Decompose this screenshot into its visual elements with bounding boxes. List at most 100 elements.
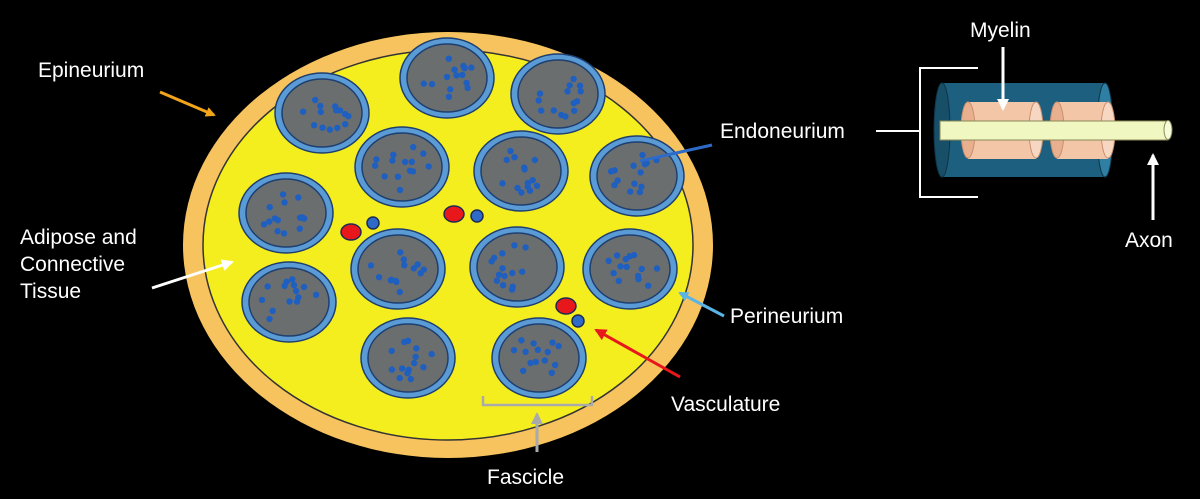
vasculature-label: Vasculature bbox=[671, 393, 780, 416]
axon-dot bbox=[279, 191, 287, 198]
axon-dot bbox=[266, 218, 273, 225]
fascicle-interior bbox=[361, 132, 443, 202]
axon-dot bbox=[389, 157, 396, 164]
epineurium-arrow bbox=[159, 90, 216, 117]
fascicle bbox=[360, 317, 456, 399]
axon-dot bbox=[367, 262, 375, 269]
axon-dot bbox=[623, 263, 630, 271]
fascicle bbox=[350, 228, 446, 310]
axon-detail bbox=[876, 67, 1173, 198]
axon-dot bbox=[399, 365, 406, 372]
adipose-label-line2: Connective bbox=[20, 253, 125, 276]
axon-dot bbox=[636, 188, 644, 196]
axon-dot bbox=[535, 97, 542, 104]
blood-vessel-artery bbox=[443, 205, 465, 223]
axon-dot bbox=[493, 277, 501, 284]
axon-dot bbox=[522, 244, 529, 251]
axon-dot bbox=[396, 186, 404, 194]
blood-vessel-vein bbox=[571, 314, 585, 328]
axon-dot bbox=[428, 350, 435, 358]
axon-dot bbox=[653, 265, 661, 272]
fascicle-interior bbox=[357, 234, 439, 304]
axon-dot bbox=[413, 345, 420, 352]
axon-dot bbox=[573, 98, 581, 105]
fascicle-label: Fascicle bbox=[487, 466, 564, 489]
axon-dot bbox=[286, 298, 293, 305]
blood-vessel-vein bbox=[470, 209, 484, 223]
axon-dot bbox=[411, 359, 418, 367]
axon-dot bbox=[520, 367, 527, 374]
axon-dot bbox=[639, 151, 646, 159]
axon-dot bbox=[499, 282, 507, 289]
axon-dot bbox=[371, 162, 379, 169]
axon-dot bbox=[627, 188, 634, 195]
axon-dot bbox=[630, 162, 637, 169]
axon-dot bbox=[511, 242, 518, 249]
axon-dot bbox=[396, 288, 403, 296]
axon-dot bbox=[499, 265, 506, 272]
myelin-label: Myelin bbox=[970, 19, 1031, 42]
axon-dot bbox=[390, 151, 397, 158]
adipose-label-line1: Adipose and bbox=[20, 226, 137, 249]
axon-dot bbox=[404, 337, 412, 344]
axon-dot bbox=[300, 283, 308, 291]
axon-dot bbox=[332, 103, 339, 110]
axon-dot bbox=[388, 366, 396, 373]
fascicle bbox=[238, 172, 334, 254]
axon-dot bbox=[626, 253, 633, 260]
axon-dot bbox=[425, 163, 432, 170]
fascicle-interior bbox=[480, 136, 562, 206]
axon-dot bbox=[451, 66, 458, 73]
axon-dot bbox=[645, 282, 652, 289]
axon-dot bbox=[499, 250, 506, 257]
blood-vessel-artery bbox=[340, 223, 362, 241]
axon-dot bbox=[445, 93, 453, 101]
axon-dot bbox=[514, 184, 521, 192]
axon-dot bbox=[615, 277, 622, 285]
axon-detail-bracket bbox=[919, 67, 978, 198]
axon-dot bbox=[388, 347, 395, 355]
axon-dot bbox=[501, 272, 508, 280]
axon-dot bbox=[345, 113, 352, 120]
axon-dot bbox=[264, 283, 271, 290]
axon-dot bbox=[445, 55, 452, 62]
fascicle bbox=[241, 261, 337, 343]
axon-dot bbox=[638, 265, 645, 273]
axon-dot bbox=[522, 348, 529, 355]
nerve-cross-section bbox=[183, 32, 713, 458]
axon-dot bbox=[631, 180, 638, 187]
axon-dot bbox=[495, 271, 503, 278]
axon-dot bbox=[562, 113, 569, 120]
axon-dot bbox=[375, 274, 383, 281]
axon-dot bbox=[611, 181, 618, 189]
fascicle bbox=[354, 126, 450, 208]
axon-dot bbox=[317, 102, 324, 110]
axon-dot bbox=[410, 265, 417, 272]
axon-dot bbox=[410, 143, 417, 151]
fascicle-group bbox=[238, 37, 685, 399]
axon-dot bbox=[605, 257, 612, 264]
fascicle bbox=[469, 226, 565, 308]
axon-dot bbox=[637, 169, 644, 176]
axon-dot bbox=[396, 374, 403, 382]
axon-dot bbox=[610, 269, 617, 277]
fascicle bbox=[491, 317, 587, 399]
axon-dot bbox=[406, 167, 414, 174]
vasculature-arrow bbox=[594, 328, 681, 379]
axon-dot bbox=[447, 86, 454, 93]
axon-dot bbox=[281, 199, 288, 206]
axon-fiber bbox=[939, 120, 1169, 141]
epineurium-label: Epineurium bbox=[38, 59, 144, 82]
axon-dot bbox=[459, 71, 466, 79]
axon-dot bbox=[550, 107, 557, 114]
axon-dot bbox=[524, 179, 531, 187]
axon-dot bbox=[571, 107, 578, 114]
axon-dot bbox=[312, 96, 319, 104]
axon-label: Axon bbox=[1125, 229, 1173, 252]
axon-dot bbox=[511, 154, 518, 161]
axon-dot bbox=[420, 266, 427, 273]
axon-dot bbox=[566, 82, 573, 89]
fascicle bbox=[399, 37, 495, 119]
axon-dot bbox=[281, 282, 288, 290]
axon-dot bbox=[607, 168, 615, 175]
